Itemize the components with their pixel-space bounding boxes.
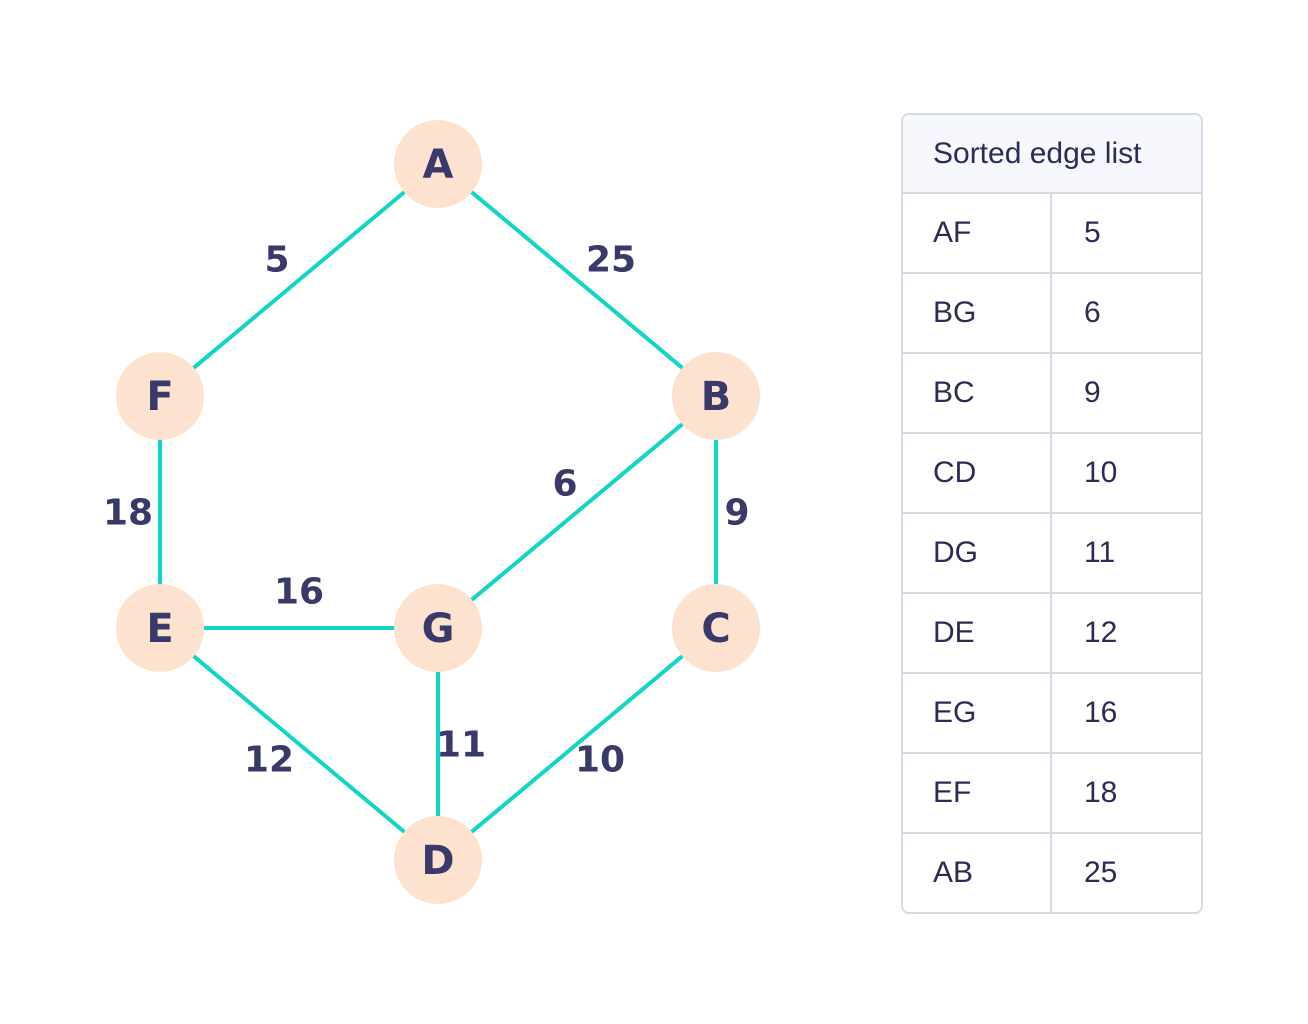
table-title: Sorted edge list bbox=[903, 115, 1201, 194]
node-label: A bbox=[423, 142, 454, 188]
table-row: DE 12 bbox=[903, 594, 1201, 674]
edge-weight-label: 9 bbox=[724, 493, 749, 534]
edge-weights-layer: 5 25 18 6 9 16 12 11 10 bbox=[103, 240, 750, 781]
edge-cell: EF bbox=[903, 754, 1052, 832]
edge-ed bbox=[191, 654, 407, 834]
node-circle bbox=[394, 584, 482, 672]
edges-layer bbox=[158, 190, 718, 834]
node-e: E bbox=[116, 584, 204, 672]
edge-cell: AB bbox=[903, 834, 1052, 912]
table-row: EG 16 bbox=[903, 674, 1201, 754]
weight-cell: 10 bbox=[1084, 456, 1118, 489]
node-c: C bbox=[672, 584, 760, 672]
edge-cell: DG bbox=[903, 514, 1052, 592]
weight-cell: 25 bbox=[1084, 856, 1118, 889]
node-circle bbox=[116, 584, 204, 672]
node-label: G bbox=[422, 606, 455, 652]
edge-cell: CD bbox=[903, 434, 1052, 512]
node-circle bbox=[394, 816, 482, 904]
weight-cell: 18 bbox=[1084, 776, 1118, 809]
edge-weight-label: 12 bbox=[244, 740, 294, 781]
edge-cd bbox=[469, 654, 685, 834]
edge-bg bbox=[469, 422, 685, 602]
node-circle bbox=[116, 352, 204, 440]
table-row: CD 10 bbox=[903, 434, 1201, 514]
table-row: EF 18 bbox=[903, 754, 1201, 834]
node-label: D bbox=[421, 838, 454, 884]
weight-cell: 9 bbox=[1084, 376, 1101, 409]
edge-weight-label: 10 bbox=[575, 740, 625, 781]
node-d: D bbox=[394, 816, 482, 904]
table-body: AF 5 BG 6 BC 9 CD 10 DG 11 DE 12 EG 16 E… bbox=[903, 194, 1201, 912]
nodes-layer: A B C D E F G bbox=[116, 120, 760, 904]
table-row: DG 11 bbox=[903, 514, 1201, 594]
table-row: BC 9 bbox=[903, 354, 1201, 434]
weight-cell: 12 bbox=[1084, 616, 1118, 649]
edge-weight-label: 16 bbox=[274, 572, 324, 613]
weight-cell: 6 bbox=[1084, 296, 1101, 329]
edge-weight-label: 18 bbox=[103, 493, 153, 534]
weight-cell: 5 bbox=[1084, 216, 1101, 249]
node-label: F bbox=[146, 374, 173, 420]
table-row: BG 6 bbox=[903, 274, 1201, 354]
edge-weight-label: 11 bbox=[436, 725, 486, 766]
node-label: E bbox=[146, 606, 173, 652]
node-circle bbox=[672, 352, 760, 440]
weight-cell: 11 bbox=[1084, 536, 1116, 569]
node-label: C bbox=[701, 606, 730, 652]
node-b: B bbox=[672, 352, 760, 440]
edge-cell: BG bbox=[903, 274, 1052, 352]
edge-weight-label: 6 bbox=[552, 464, 577, 505]
edge-weight-label: 5 bbox=[264, 240, 289, 281]
edge-cell: DE bbox=[903, 594, 1052, 672]
edge-cell: EG bbox=[903, 674, 1052, 752]
node-a: A bbox=[394, 120, 482, 208]
edge-weight-label: 25 bbox=[586, 240, 636, 281]
edge-af bbox=[191, 190, 407, 370]
node-f: F bbox=[116, 352, 204, 440]
table-row: AB 25 bbox=[903, 834, 1201, 912]
weight-cell: 16 bbox=[1084, 696, 1118, 729]
node-label: B bbox=[701, 374, 732, 420]
node-circle bbox=[394, 120, 482, 208]
node-circle bbox=[672, 584, 760, 672]
edge-cell: AF bbox=[903, 194, 1052, 272]
table-row: AF 5 bbox=[903, 194, 1201, 274]
sorted-edge-list-table: Sorted edge list AF 5 BG 6 BC 9 CD 10 DG… bbox=[901, 113, 1203, 914]
graph-diagram: 5 25 18 6 9 16 12 11 10 A B C D E F G bbox=[103, 120, 760, 904]
edge-ab bbox=[469, 190, 685, 370]
node-g: G bbox=[394, 584, 482, 672]
edge-cell: BC bbox=[903, 354, 1052, 432]
